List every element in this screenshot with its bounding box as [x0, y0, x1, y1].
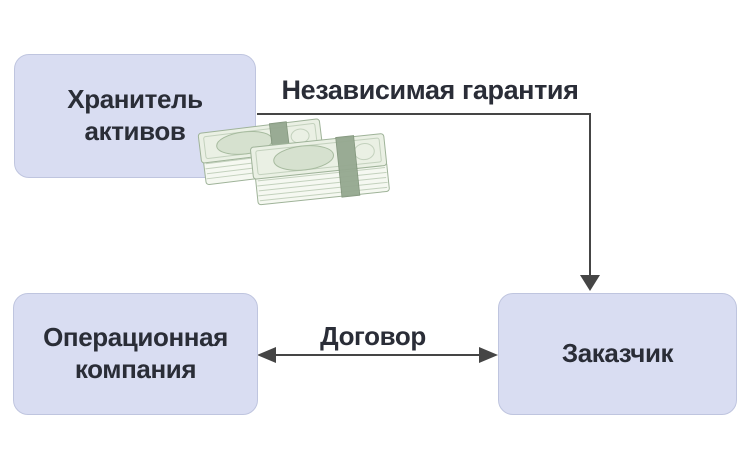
contract-arrowhead-left [257, 347, 276, 363]
money-stack-front [250, 133, 390, 206]
edge-label-contract: Договор [320, 321, 426, 351]
node-customer: Заказчик [498, 293, 737, 415]
node-asset-keeper-line2: активов [84, 116, 186, 146]
edge-label-guarantee: Независимая гарантия [281, 75, 579, 105]
node-operating-company: Операционная компания [13, 293, 258, 415]
node-asset-keeper-line1: Хранитель [67, 84, 203, 115]
guarantee-elbow-line [257, 113, 591, 276]
node-asset-keeper: Хранитель активов [14, 54, 256, 178]
guarantee-arrowhead-down [580, 275, 600, 291]
node-operating-company-line2: компания [74, 354, 197, 384]
money-stacks-icon [197, 118, 390, 206]
node-operating-company-line1: Операционная [43, 322, 228, 353]
node-customer-line1: Заказчик [561, 338, 674, 369]
contract-arrowhead-right [479, 347, 498, 363]
